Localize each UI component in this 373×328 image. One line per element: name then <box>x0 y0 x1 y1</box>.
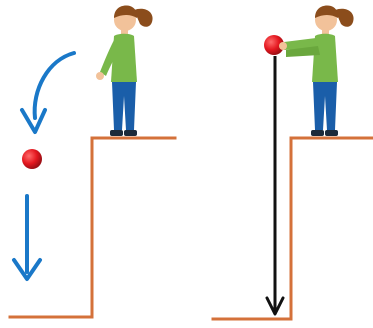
right-girl-figure <box>279 6 354 137</box>
left-hand <box>96 72 104 80</box>
height-arrow-icon <box>267 56 283 314</box>
shoe-left <box>311 130 324 136</box>
shoe-left <box>110 130 123 136</box>
left-scene <box>10 6 175 318</box>
pants <box>313 82 337 130</box>
down-arrow-icon <box>14 196 40 279</box>
left-girl-figure <box>96 6 153 137</box>
pants <box>112 82 136 130</box>
shoe-right <box>325 130 338 136</box>
shoe-right <box>124 130 137 136</box>
left-red-ball <box>22 149 42 169</box>
hand <box>279 42 287 50</box>
right-scene <box>213 6 373 320</box>
curved-arrow-icon <box>22 53 74 132</box>
right-step-ledge <box>213 138 373 319</box>
